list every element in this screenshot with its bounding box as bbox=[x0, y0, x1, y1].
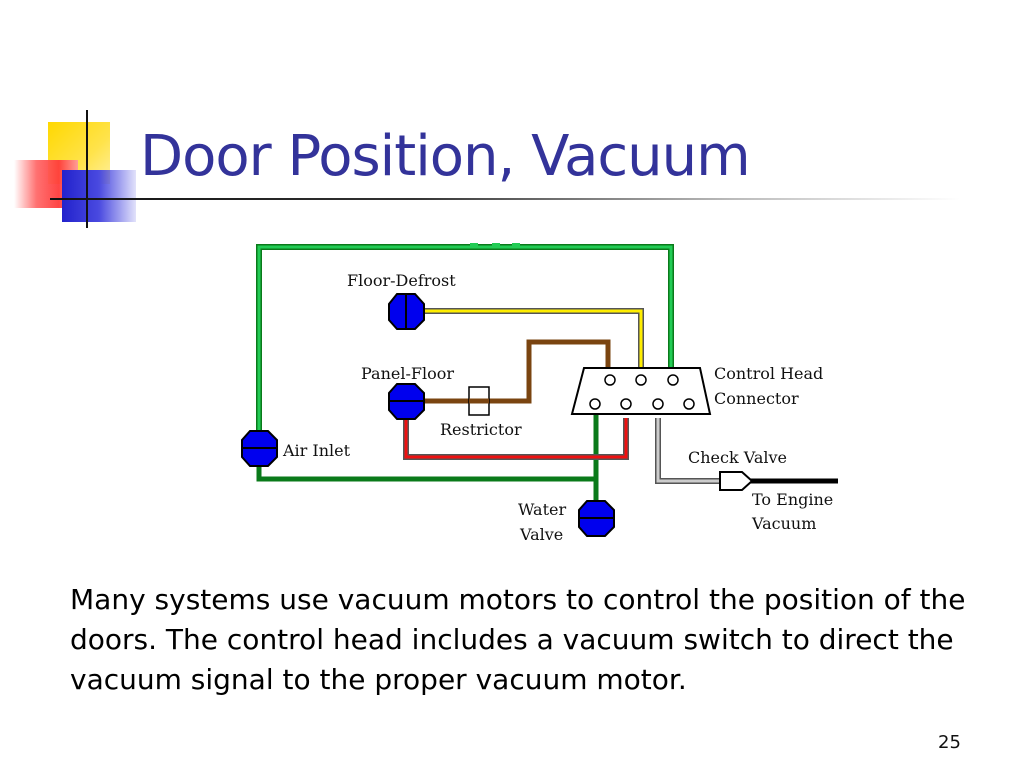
page-number: 25 bbox=[938, 732, 961, 753]
label-water-valve-2: Valve bbox=[519, 525, 563, 544]
label-control-head-1: Control Head bbox=[714, 364, 823, 383]
air-inlet-motor bbox=[241, 430, 278, 467]
restrictor bbox=[468, 386, 490, 416]
floor-defrost-motor bbox=[388, 293, 425, 330]
decor-vertical-line bbox=[86, 110, 88, 228]
label-engine-vacuum-1: To Engine bbox=[752, 490, 833, 509]
label-floor-defrost: Floor-Defrost bbox=[347, 271, 456, 290]
decor-blue-square bbox=[62, 170, 136, 222]
hose-floor-defrost bbox=[423, 308, 644, 368]
hose-red bbox=[403, 418, 629, 460]
check-valve bbox=[719, 471, 754, 491]
title-underline bbox=[50, 198, 960, 200]
hose-air-inlet-loop bbox=[256, 243, 674, 448]
slide-body-text: Many systems use vacuum motors to contro… bbox=[70, 583, 966, 696]
label-panel-floor: Panel-Floor bbox=[361, 364, 454, 383]
hose-panel-floor bbox=[423, 339, 611, 404]
control-head-connector bbox=[570, 367, 712, 415]
water-valve-motor bbox=[578, 500, 615, 537]
label-engine-vacuum-2: Vacuum bbox=[751, 514, 816, 533]
hose-check-valve bbox=[655, 418, 720, 484]
label-air-inlet: Air Inlet bbox=[282, 441, 351, 460]
label-control-head-2: Connector bbox=[714, 389, 799, 408]
label-water-valve-1: Water bbox=[518, 500, 566, 519]
label-restrictor: Restrictor bbox=[440, 420, 522, 439]
panel-floor-motor bbox=[388, 383, 425, 420]
label-check-valve: Check Valve bbox=[688, 448, 787, 467]
slide-title: Door Position, Vacuum bbox=[140, 124, 751, 189]
